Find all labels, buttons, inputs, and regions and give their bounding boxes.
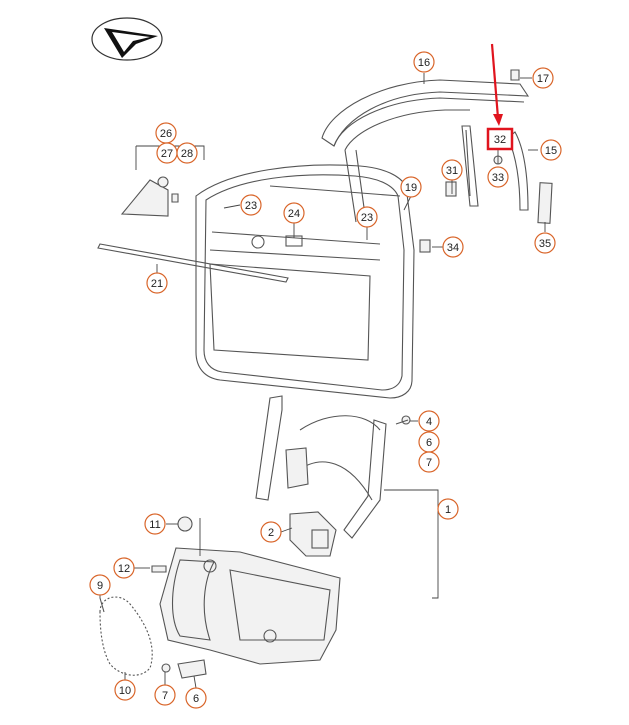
window-frame-moulding [321,79,530,223]
callout-marker [413,51,435,73]
callout-12: 12 [113,557,135,579]
callout-number: 34 [447,242,459,254]
lock-clips [161,659,207,679]
mirror-trim [120,145,205,217]
callout-7: 7 [154,684,176,706]
seal-strip [537,182,553,224]
callout-marker [418,451,440,473]
callout-6: 6 [185,687,207,709]
callout-number: 12 [118,563,130,575]
callout-number: 6 [426,437,432,449]
callout-number: 9 [97,580,103,592]
callout-marker [441,159,463,181]
callout-number: 32 [494,134,506,146]
callout-marker [487,166,509,188]
callout-marker [283,202,305,224]
callout-27: 27 [156,142,178,164]
callout-10: 10 [114,679,136,701]
callout-number: 15 [545,145,557,157]
callout-number: 2 [268,527,274,539]
callout-number: 17 [537,73,549,85]
callout-number: 23 [361,212,373,224]
callout-15: 15 [540,139,562,161]
callout-2: 2 [260,521,282,543]
small-clips [419,69,520,253]
callout-number: 35 [539,238,551,250]
callout-marker [114,679,136,701]
callout-marker [356,206,378,228]
callout-marker [89,574,111,596]
callout-23: 23 [356,206,378,228]
callout-marker [146,272,168,294]
callout-17: 17 [532,67,554,89]
callout-35: 35 [534,232,556,254]
callout-number: 27 [161,148,173,160]
callout-number: 28 [181,148,193,160]
callout-28: 28 [176,142,198,164]
callout-31: 31 [441,159,463,181]
callout-4: 4 [418,410,440,432]
callout-19: 19 [400,176,422,198]
callout-marker [418,410,440,432]
regulator-motor [289,511,337,557]
callout-11: 11 [144,513,166,535]
callout-number: 6 [193,693,199,705]
callout-number: 33 [492,172,504,184]
callout-number: 1 [445,504,451,516]
callout-number: 16 [418,57,430,69]
compass-arrow-logo-icon [91,17,163,61]
callout-number: 26 [160,128,172,140]
callout-marker [144,513,166,535]
carrier-seal [99,596,153,676]
callout-marker [442,236,464,258]
callout-marker [240,194,262,216]
window-channel [461,125,529,211]
callout-marker [185,687,207,709]
door-module-carrier [151,516,341,665]
callout-marker [113,557,135,579]
callout-34: 34 [442,236,464,258]
callout-number: 7 [162,690,168,702]
callout-33: 33 [487,166,509,188]
callout-marker [532,67,554,89]
callout-number: 11 [149,519,160,531]
callout-9: 9 [89,574,111,596]
callout-number: 7 [426,457,432,469]
leader-lines [99,73,546,689]
callout-21: 21 [146,272,168,294]
callout-number: 10 [119,685,131,697]
callout-number: 19 [405,182,417,194]
callout-7: 7 [418,451,440,473]
callout-marker [400,176,422,198]
callout-24: 24 [283,202,305,224]
highlight-arrow [490,43,503,126]
door-seal-strip [97,243,289,283]
callout-1: 1 [437,498,459,520]
callout-marker [486,127,514,151]
callout-marker [154,684,176,706]
callout-marker [176,142,198,164]
callout-23: 23 [240,194,262,216]
callout-marker [260,521,282,543]
door-shell [195,164,415,399]
callout-number: 4 [426,416,432,428]
callout-number: 23 [245,200,257,212]
callout-marker [534,232,556,254]
callout-32: 32 [486,127,514,151]
callout-16: 16 [413,51,435,73]
callout-number: 31 [446,165,458,177]
callout-marker [437,498,459,520]
callout-6: 6 [418,431,440,453]
callout-number: 21 [151,278,163,290]
callout-marker [540,139,562,161]
callout-number: 24 [288,208,300,220]
callout-26: 26 [155,122,177,144]
window-regulator [255,395,439,599]
